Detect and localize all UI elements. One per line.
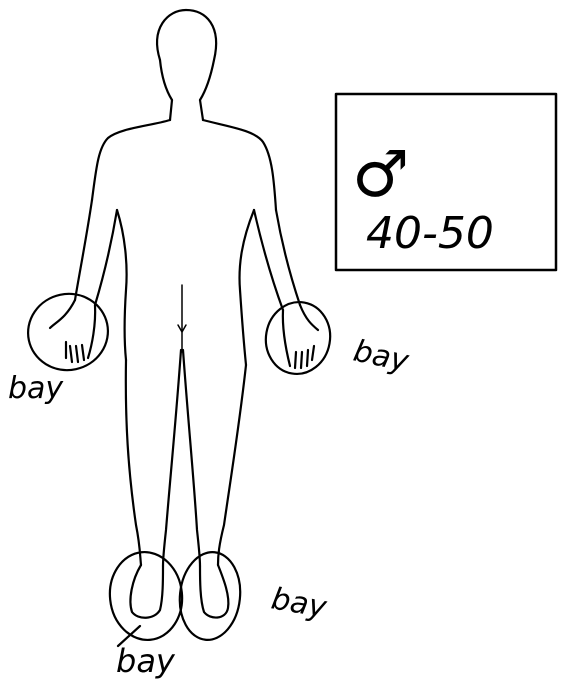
body-outline [50,10,318,618]
right-foot-circle [176,549,245,643]
right-hand-label: bay [350,334,412,380]
age-range-text: 40-50 [366,208,494,259]
right-foot-label: bay [269,581,331,625]
left-hand-label: bay [8,371,64,406]
left-foot-circle [106,548,187,643]
left-foot-label: bay [116,642,176,680]
sex-symbol: ♂ [352,138,409,212]
left-hand-circle [21,287,115,378]
legend-box: ♂ 40-50 [336,94,556,270]
right-hand-circle [260,297,336,379]
